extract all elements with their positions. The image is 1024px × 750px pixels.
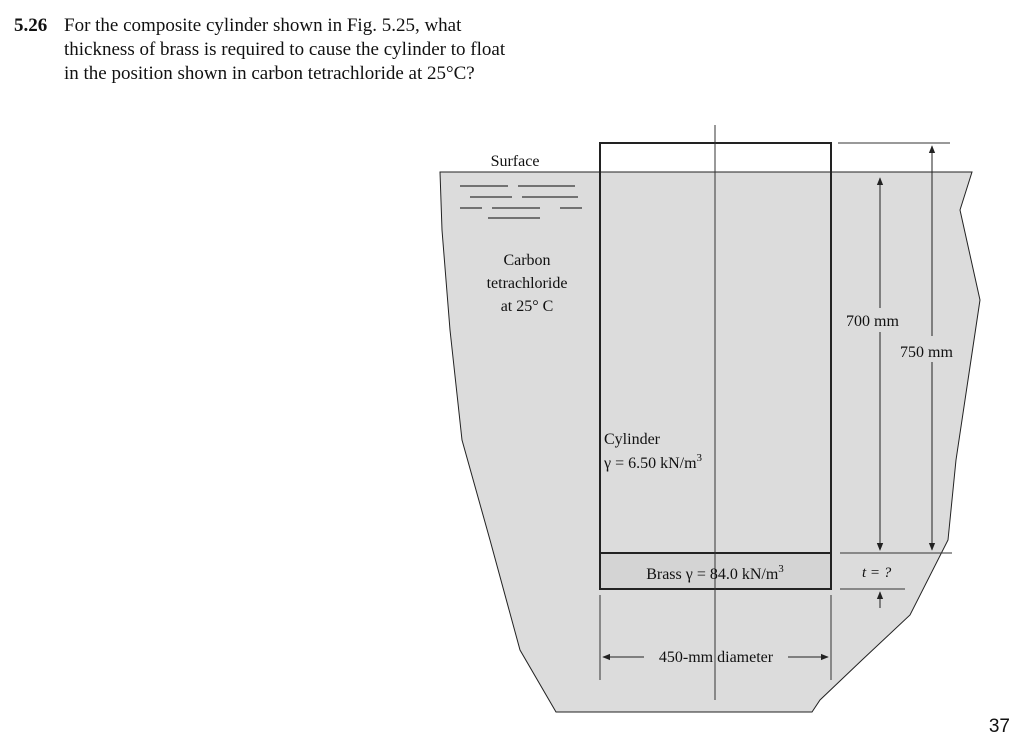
problem-number: 5.26 — [14, 15, 48, 36]
cylinder-gamma-text: γ = 6.50 kN/m — [603, 455, 697, 472]
cylinder-gamma-exp: 3 — [697, 452, 703, 464]
brass-label: Brass γ = 84.0 kN/m3 — [646, 563, 784, 583]
diameter-label: 450-mm diameter — [659, 649, 774, 666]
page-number: 37 — [988, 716, 1010, 737]
cylinder-gamma-label: γ = 6.50 kN/m3 — [603, 452, 703, 472]
dim-700-label: 700 mm — [846, 313, 899, 330]
dim-t-label: t = ? — [862, 565, 892, 581]
dim-750-label: 750 mm — [900, 344, 953, 361]
problem-line-2: thickness of brass is required to cause … — [64, 39, 506, 60]
surface-label: Surface — [491, 153, 540, 170]
cylinder-label: Cylinder — [604, 431, 661, 448]
fluid-label-line-1: Carbon — [503, 252, 550, 269]
problem-line-1: For the composite cylinder shown in Fig.… — [64, 15, 462, 36]
brass-gamma-exp: 3 — [778, 563, 784, 575]
brass-gamma-text: Brass γ = 84.0 kN/m — [646, 566, 779, 583]
problem-line-3: in the position shown in carbon tetrachl… — [64, 63, 475, 84]
fluid-label-line-3: at 25° C — [501, 298, 554, 315]
fluid-label-line-2: tetrachloride — [487, 275, 568, 292]
surface-hatch — [460, 185, 582, 219]
fluid-region — [439, 171, 981, 713]
extension-lines — [599, 142, 952, 680]
